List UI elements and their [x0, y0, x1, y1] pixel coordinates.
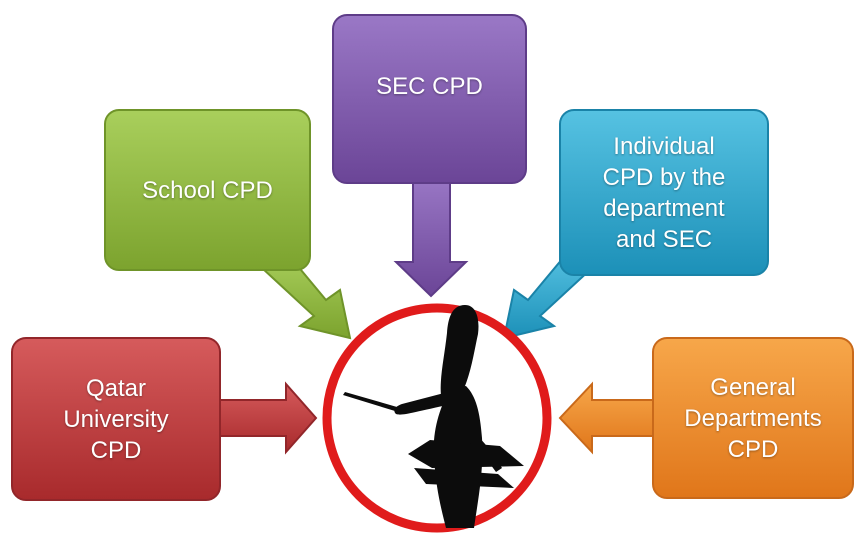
label-qatar: Qatar University CPD — [63, 374, 169, 464]
arrow-sec — [393, 174, 469, 298]
box-sec — [332, 14, 527, 184]
label-sec: SEC CPD — [376, 73, 483, 100]
arrow-qatar — [209, 381, 318, 455]
box-individual — [559, 109, 769, 276]
center-ring — [322, 303, 552, 533]
conductor-silhouette-icon — [343, 305, 524, 528]
arrow-general — [558, 381, 663, 455]
label-individual: Individual CPD by the department and SEC — [602, 132, 726, 253]
box-school — [104, 109, 311, 271]
label-general: General Departments CPD — [684, 373, 822, 463]
box-general — [652, 337, 854, 499]
box-qatar — [11, 337, 221, 501]
label-school: School CPD — [142, 176, 273, 204]
